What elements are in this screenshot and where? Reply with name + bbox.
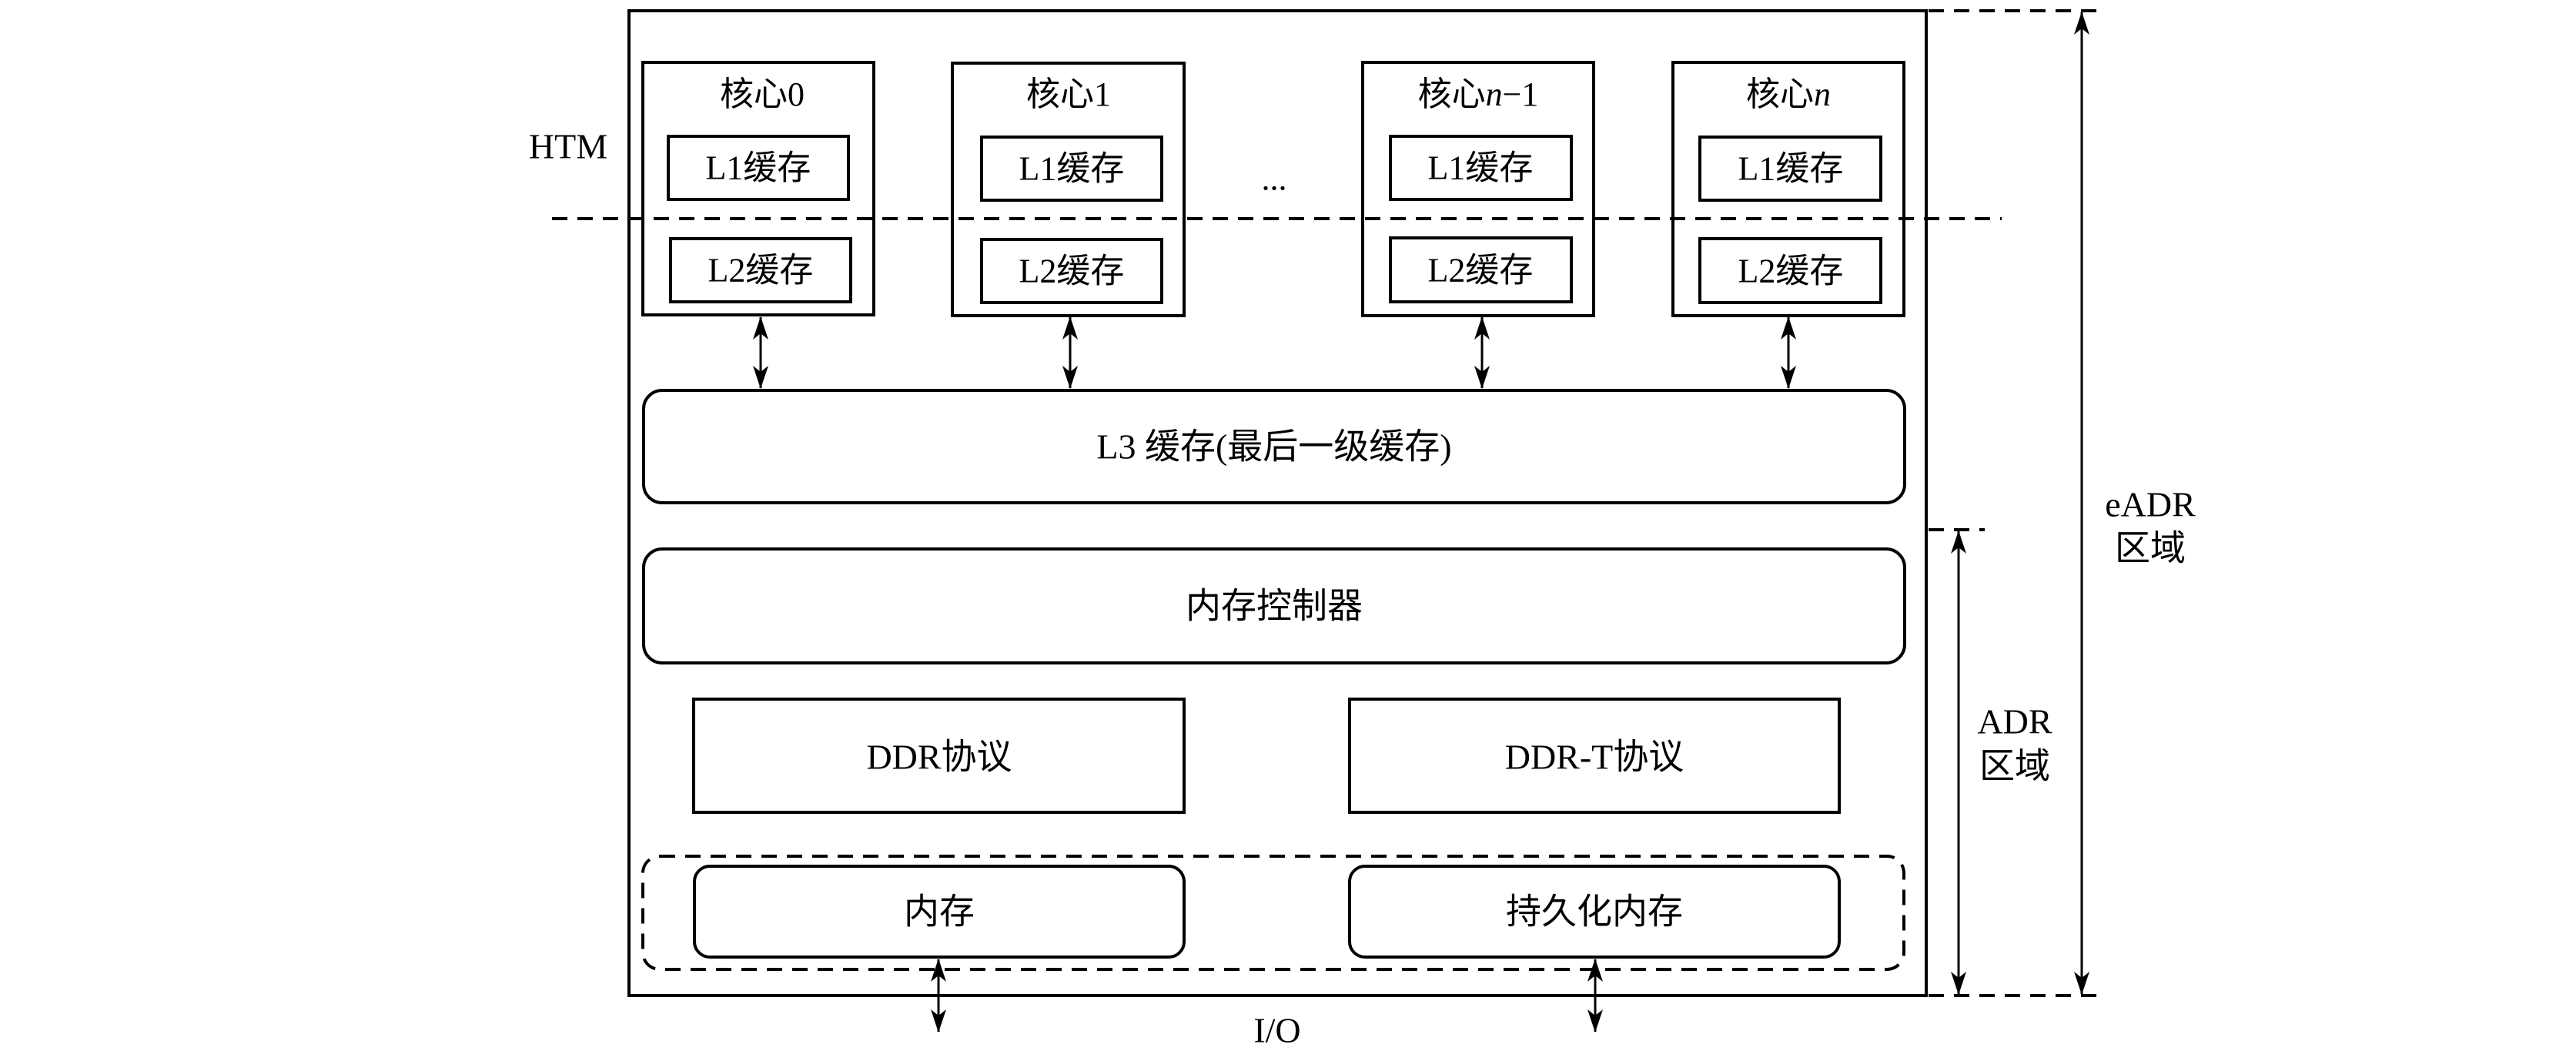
ddrt-protocol-label: DDR-T协议 [1505,738,1684,777]
eadr-label-line2: 区域 [2115,529,2186,568]
core-n-minus-1: 核心n−1 L1缓存 L2缓存 [1361,61,1595,317]
memory-group-dashed [641,855,1905,971]
adr-label-line1: ADR [1977,702,2052,741]
ddr-protocol-label: DDR协议 [866,738,1012,777]
core-box [641,61,875,316]
l1-cache-box [980,136,1163,202]
l1-cache-box [667,135,850,201]
l2-cache-label: L2缓存 [1738,253,1844,290]
memory-controller-box [642,547,1906,664]
core-box [951,62,1186,317]
core-1: 核心1 L1缓存 L2缓存 [951,62,1186,317]
core-label: 核心n−1 [1418,75,1539,113]
l1-cache-label: L1缓存 [1019,150,1125,188]
core-box [1361,61,1595,317]
htm-label: HTM [529,127,607,166]
more-cores-ellipsis: ... [1262,160,1287,198]
l1-cache-box [1698,136,1882,202]
core-0: 核心0 L1缓存 L2缓存 [641,61,875,316]
adr-label-line2: 区域 [1979,747,2050,786]
processor-box [627,9,1928,997]
l2-cache-box [1698,237,1882,304]
l1-cache-label: L1缓存 [1428,149,1534,187]
core-label: 核心1 [1026,75,1111,113]
l2-cache-box [669,237,852,303]
l1-cache-label: L1缓存 [706,149,811,187]
memory-controller-label: 内存控制器 [1186,587,1363,626]
l2-cache-label: L2缓存 [708,252,814,290]
core-box [1671,61,1905,317]
core-label: 核心0 [720,75,805,113]
l1-cache-box [1389,135,1573,201]
l1-cache-label: L1缓存 [1738,150,1844,188]
core-n: 核心n L1缓存 L2缓存 [1671,61,1905,317]
dram-label: 内存 [904,892,975,932]
core-label: 核心n [1746,75,1831,113]
l2-cache-box [1389,236,1573,303]
pmem-box [1348,865,1841,959]
l2-cache-box [980,238,1163,304]
ddr-protocol-box [692,698,1186,814]
l3-cache-box [642,389,1906,504]
l2-cache-label: L2缓存 [1428,252,1534,290]
eadr-label-line1: eADR [2105,485,2196,524]
l2-cache-label: L2缓存 [1019,253,1125,290]
io-label: I/O [1253,1011,1300,1050]
dram-box [693,865,1186,959]
l3-cache-label: L3 缓存(最后一级缓存) [1096,427,1451,467]
pmem-label: 持久化内存 [1506,892,1683,932]
ddrt-protocol-box [1348,698,1841,814]
